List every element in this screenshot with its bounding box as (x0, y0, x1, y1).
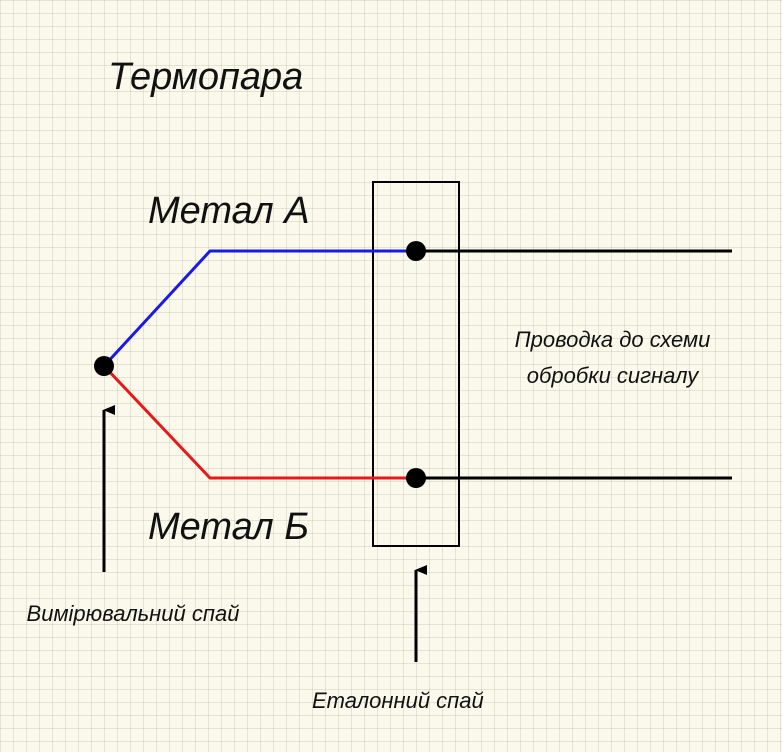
reference-junction-box (372, 181, 460, 547)
metal-a-wire (102, 249, 416, 368)
metal-b-wire (102, 364, 416, 480)
reference-junction-label: Еталонний спай (312, 688, 484, 713)
reference-junction-dot-bottom (406, 468, 426, 488)
wiring-label: Проводка до схеми обробки сигналу (514, 327, 711, 388)
metal-a-label: Метал А (148, 190, 310, 232)
metal-b-label: Метал Б (148, 506, 310, 548)
measuring-junction-dot (94, 356, 114, 376)
measuring-junction-label: Вимірювальний спай (26, 601, 240, 626)
diagram-title: Термопара (108, 56, 304, 98)
reference-junction-dot-top (406, 241, 426, 261)
